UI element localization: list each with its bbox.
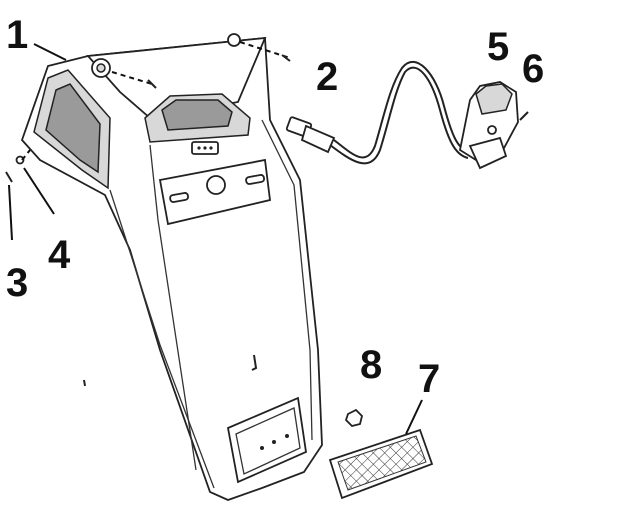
screw-3-4-dash: [21, 149, 31, 161]
license-light-slot-right: [245, 174, 265, 185]
license-light-slot-left: [169, 192, 189, 203]
callout-5: 5: [487, 25, 509, 69]
leader-7: [405, 399, 423, 435]
bolt-2-group: [111, 41, 291, 89]
leader-3: [8, 184, 13, 241]
bottom-plate-hole-2: [272, 440, 276, 444]
bolt-2-right: [281, 54, 291, 62]
tail-lamp-assembly: [285, 60, 519, 170]
fender-inner-edge-right: [261, 119, 313, 441]
fender-mark: [251, 354, 258, 371]
cable-wire-b: [333, 60, 471, 159]
connector-dot-1: [197, 146, 201, 150]
cable-plug-body: [300, 124, 336, 154]
washer-4: [15, 155, 25, 165]
callout-2: 2: [316, 55, 338, 99]
tail-light-lens: [161, 99, 233, 131]
callout-1: 1: [6, 13, 28, 57]
lamp-lens: [475, 83, 513, 115]
screw-6: [519, 111, 529, 121]
side-window-inner: [45, 83, 101, 174]
connector-dot-3: [209, 146, 213, 150]
bottom-plate-hole-3: [285, 434, 289, 438]
callout-4: 4: [48, 233, 71, 277]
bottom-plate-hole-1: [260, 446, 264, 450]
cable-wire-a: [329, 66, 469, 165]
bottom-plate: [226, 396, 307, 484]
leader-1: [33, 43, 67, 61]
license-light-center-hole: [206, 175, 226, 195]
stray-mark: [83, 379, 86, 387]
bolt-2-left: [147, 79, 157, 89]
lamp-bolt-hole: [487, 125, 497, 135]
callout-8: 8: [360, 343, 382, 387]
callout-7: 7: [418, 357, 440, 401]
screw-3: [5, 171, 13, 183]
plate-bolt-hole-right: [227, 33, 241, 47]
callout-3: 3: [6, 261, 28, 305]
leader-lines: [8, 43, 423, 435]
nut-8: [344, 408, 363, 427]
reflector-7-mesh: [337, 435, 427, 491]
plate-bolt-hole-left-inner: [96, 63, 106, 73]
bolt-2-dash-left: [111, 71, 153, 85]
callout-6: 6: [522, 47, 544, 91]
rear-fender: [20, 33, 323, 501]
connector-dot-2: [203, 146, 207, 150]
leader-4: [23, 167, 55, 215]
screw-3-4-group: [5, 149, 31, 183]
lamp-base: [468, 136, 508, 170]
bottom-plate-inner: [235, 407, 301, 475]
fender-center-crease: [149, 144, 197, 471]
fender-inner-edge-left: [109, 189, 215, 489]
reflector-group: [328, 408, 434, 500]
